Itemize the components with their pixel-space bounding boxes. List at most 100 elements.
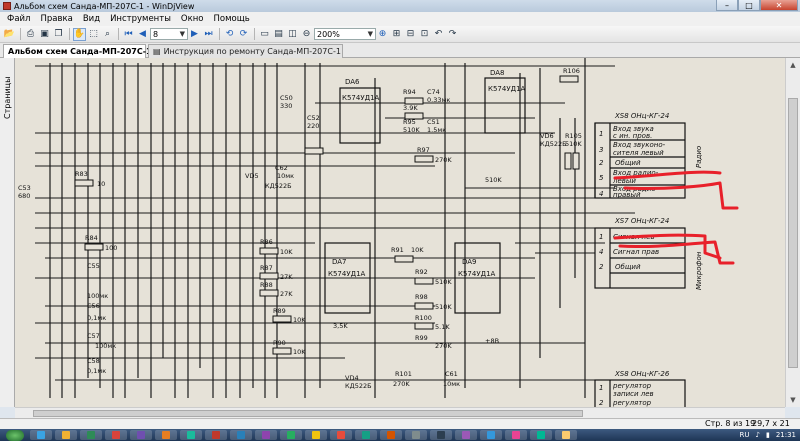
- select-tool-icon[interactable]: ⬚: [89, 29, 98, 39]
- two-page-icon[interactable]: ◫: [288, 29, 297, 39]
- taskbar-app[interactable]: [355, 430, 377, 440]
- component-label: 10K: [293, 348, 306, 356]
- vertical-scrollbar[interactable]: ▲ ▼: [785, 58, 800, 407]
- horizontal-scrollbar[interactable]: [15, 407, 785, 418]
- start-button[interactable]: [6, 429, 24, 441]
- pin-label: регулятор: [612, 382, 652, 390]
- component-label: 100мк: [95, 342, 116, 350]
- page-number-field[interactable]: 8 ▼: [150, 28, 188, 40]
- component-label: R90: [273, 339, 286, 347]
- zoom-out-icon[interactable]: ⊖: [302, 29, 311, 39]
- document-view[interactable]: DA6 К574УД1А DA8 К574УД1А DA7 К574УД1А D…: [15, 58, 785, 407]
- close-button[interactable]: ✕: [760, 0, 798, 11]
- component-label: 510K: [435, 278, 452, 286]
- taskbar-app[interactable]: [305, 430, 327, 440]
- component-label: 0,1мк: [87, 367, 106, 375]
- component-label: R87: [260, 264, 273, 272]
- taskbar-app[interactable]: [180, 430, 202, 440]
- component-label: VD5: [245, 172, 259, 180]
- taskbar-app[interactable]: [255, 430, 277, 440]
- voltage-label: 510K: [485, 176, 502, 184]
- next-page-icon[interactable]: ▶: [191, 29, 198, 39]
- component-label: 510K: [403, 126, 420, 134]
- taskbar-app[interactable]: [205, 430, 227, 440]
- network-icon[interactable]: ▮: [765, 431, 770, 439]
- taskbar-app[interactable]: [80, 430, 102, 440]
- menu-tools[interactable]: Инструменты: [110, 14, 171, 24]
- taskbar-app[interactable]: [555, 430, 577, 440]
- taskbar-app[interactable]: [130, 430, 152, 440]
- schematic-image: DA6 К574УД1А DA8 К574УД1А DA7 К574УД1А D…: [15, 58, 785, 407]
- menu-window[interactable]: Окно: [180, 14, 204, 24]
- component-label: R97: [417, 146, 430, 154]
- back-icon[interactable]: ⟲: [225, 29, 234, 39]
- continuous-icon[interactable]: ▤: [274, 29, 283, 39]
- taskbar-app[interactable]: [405, 430, 427, 440]
- taskbar-app[interactable]: [280, 430, 302, 440]
- taskbar-app[interactable]: [380, 430, 402, 440]
- tab-manual[interactable]: ▤ Инструкция по ремонту Санда-МП-207С-1: [148, 44, 343, 58]
- fit-width-icon[interactable]: ⊟: [406, 29, 415, 39]
- taskbar-app[interactable]: [530, 430, 552, 440]
- zoom-tool-icon[interactable]: ⌕: [104, 29, 111, 39]
- single-page-icon[interactable]: ▭: [260, 29, 269, 39]
- forward-icon[interactable]: ⟳: [239, 29, 248, 39]
- clock[interactable]: 21:31: [775, 431, 796, 439]
- copy-icon[interactable]: ❐: [54, 29, 63, 39]
- pin-label: Вход звука: [613, 125, 654, 133]
- first-page-icon[interactable]: ⏮: [124, 29, 133, 39]
- print-icon[interactable]: ⎙: [26, 29, 35, 39]
- chevron-down-icon[interactable]: ▼: [179, 30, 185, 38]
- pages-panel-tab[interactable]: Страницы: [3, 76, 12, 120]
- taskbar-app[interactable]: [230, 430, 252, 440]
- rotate-left-icon[interactable]: ↶: [434, 29, 443, 39]
- component-label: 100мк: [87, 292, 108, 300]
- volume-icon[interactable]: ♪: [755, 431, 760, 439]
- zoom-field[interactable]: 200% ▼: [314, 28, 376, 40]
- pin-number: 1: [599, 384, 603, 392]
- scroll-thumb[interactable]: [788, 98, 798, 368]
- toolbar: 📂 ⎙ ▣ ❐ ✋ ⬚ ⌕ ⏮ ◀ 8 ▼ ▶ ⏭ ⟲ ⟳ ▭ ▤ ◫ ⊖ 20…: [0, 26, 800, 43]
- component-label: 10K: [411, 246, 424, 254]
- menu-file[interactable]: Файл: [7, 14, 31, 24]
- minimize-button[interactable]: –: [716, 0, 738, 11]
- actual-size-icon[interactable]: ⊡: [420, 29, 429, 39]
- taskbar-app[interactable]: [455, 430, 477, 440]
- rotate-right-icon[interactable]: ↷: [448, 29, 457, 39]
- taskbar-app[interactable]: [55, 430, 77, 440]
- pin-label: записи лев: [613, 390, 654, 398]
- taskbar-app[interactable]: [30, 430, 52, 440]
- component-label: 510K: [565, 140, 582, 148]
- taskbar-app[interactable]: [430, 430, 452, 440]
- scroll-thumb[interactable]: [33, 410, 583, 417]
- component-label: C55: [87, 262, 100, 270]
- open-icon[interactable]: 📂: [3, 29, 16, 39]
- language-indicator[interactable]: RU: [739, 431, 750, 439]
- maximize-button[interactable]: □: [738, 0, 760, 11]
- chevron-down-icon[interactable]: ▼: [367, 30, 373, 38]
- tab-album[interactable]: Альбом схем Санда-МП-207С-1 ✕: [3, 44, 166, 58]
- component-label: 27K: [280, 273, 293, 281]
- menu-help[interactable]: Помощь: [213, 14, 250, 24]
- previous-page-icon[interactable]: ◀: [139, 29, 146, 39]
- save-icon[interactable]: ▣: [40, 29, 49, 39]
- hand-tool-icon[interactable]: ✋: [73, 27, 86, 41]
- app-icon: [3, 2, 11, 10]
- zoom-in-icon[interactable]: ⊕: [378, 29, 387, 39]
- taskbar-app[interactable]: [105, 430, 127, 440]
- component-label: 3.9K: [403, 104, 418, 112]
- taskbar-app[interactable]: [330, 430, 352, 440]
- pin-number: 4: [599, 248, 603, 256]
- scroll-up-icon[interactable]: ▲: [790, 60, 796, 69]
- scroll-down-icon[interactable]: ▼: [790, 395, 796, 404]
- taskbar-app[interactable]: [505, 430, 527, 440]
- component-label: R99: [415, 334, 428, 342]
- component-label: КД522Б: [345, 382, 372, 390]
- taskbar-app[interactable]: [155, 430, 177, 440]
- fit-page-icon[interactable]: ⊞: [392, 29, 401, 39]
- menu-edit[interactable]: Правка: [40, 14, 73, 24]
- taskbar-app[interactable]: [480, 430, 502, 440]
- component-label: C52: [307, 114, 320, 122]
- menu-view[interactable]: Вид: [82, 14, 101, 24]
- last-page-icon[interactable]: ⏭: [204, 29, 213, 39]
